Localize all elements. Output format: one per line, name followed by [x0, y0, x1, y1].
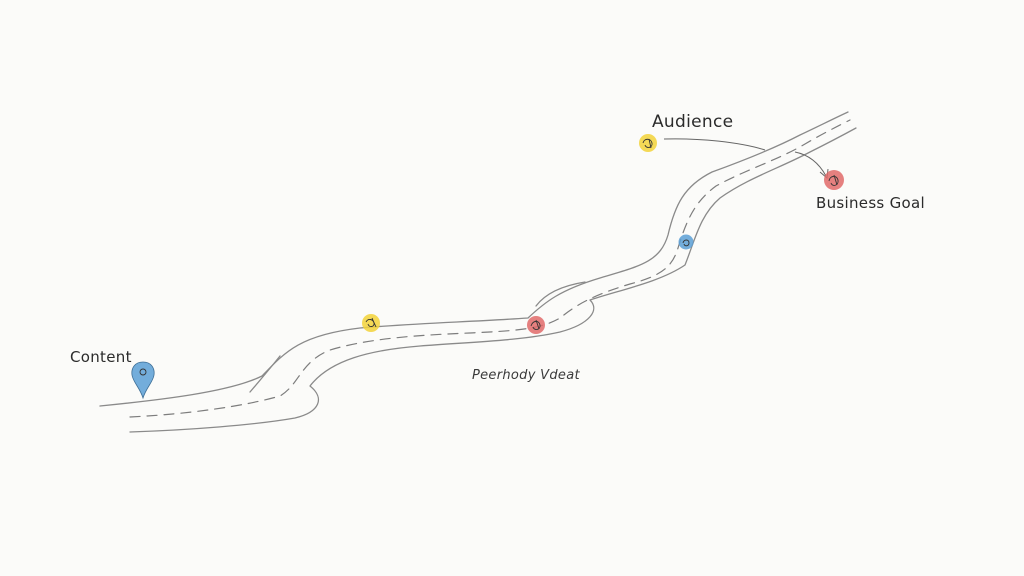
audience-connector	[663, 138, 766, 151]
road-sketch-stroke-2	[249, 355, 281, 393]
business-goal-point-icon	[824, 170, 844, 190]
business-goal-connector	[794, 151, 827, 177]
road-edge-top	[99, 111, 849, 407]
road-edge-bottom	[129, 127, 857, 433]
audience-label: Audience	[652, 112, 734, 132]
path-caption: Peerhody Vdeat	[472, 368, 580, 383]
audience-point-icon	[639, 134, 657, 152]
content-pin-icon	[131, 361, 155, 400]
content-label: Content	[70, 348, 132, 366]
waypoint-blue-icon	[678, 234, 694, 250]
road-center-line	[129, 119, 851, 418]
waypoint-red-icon	[527, 316, 545, 334]
waypoint-yellow-icon	[362, 314, 380, 332]
road-sketch-stroke	[535, 281, 586, 307]
business-goal-label: Business Goal	[816, 194, 925, 212]
